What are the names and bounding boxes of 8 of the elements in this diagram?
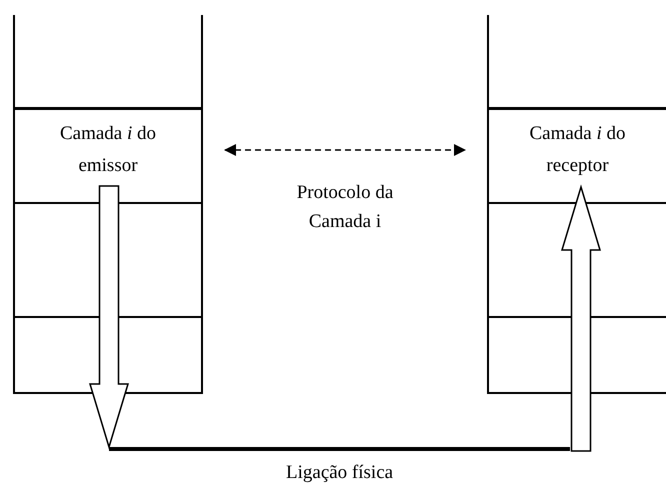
layer-box: [13, 15, 203, 109]
layer-box: [487, 15, 666, 109]
block-arrow: [89, 185, 129, 450]
layer-label: Camada i do emissor: [58, 122, 158, 178]
physical-link-bar: [109, 447, 570, 451]
block-arrow: [561, 184, 601, 452]
layer-label: Camada i do receptor: [528, 122, 627, 178]
dashed-arrow: [224, 144, 466, 156]
